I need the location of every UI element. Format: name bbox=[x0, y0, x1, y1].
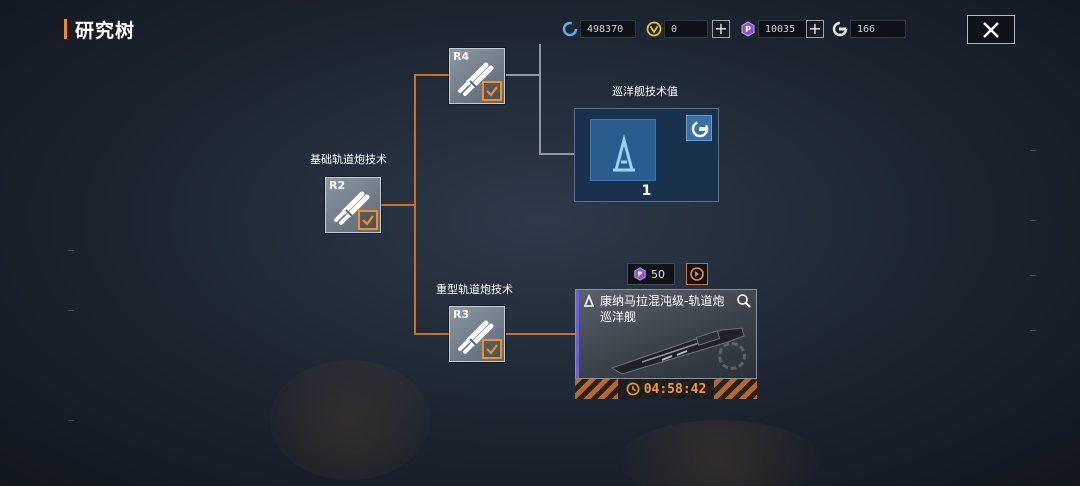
completed-check-icon bbox=[482, 81, 502, 101]
tech-emblem-icon bbox=[691, 120, 709, 138]
page-title-text: 研究树 bbox=[75, 19, 136, 42]
gold-icon bbox=[646, 21, 662, 37]
currency-credit: 498370 bbox=[562, 20, 636, 38]
connector-line bbox=[539, 44, 541, 154]
clock-icon bbox=[626, 382, 640, 396]
ship-card[interactable]: 康纳马拉混沌级-轨道炮巡洋舰 bbox=[575, 289, 757, 379]
premium-value: 10035 bbox=[758, 20, 810, 38]
build-timer-inner: 04:58:42 bbox=[617, 379, 715, 399]
connector-line bbox=[506, 333, 576, 335]
research-node-r3[interactable]: R3 bbox=[449, 306, 505, 362]
ship-card-accent bbox=[576, 290, 579, 378]
completed-check-icon bbox=[358, 210, 378, 230]
background-glow bbox=[620, 420, 820, 486]
cruiser-type-icon bbox=[584, 294, 594, 307]
add-gold-button[interactable]: + bbox=[712, 20, 730, 38]
ship-cost: P 50 bbox=[627, 263, 675, 285]
close-icon bbox=[983, 21, 999, 38]
node-label-r2: 基础轨道炮技术 bbox=[310, 153, 387, 166]
speed-up-button[interactable] bbox=[686, 263, 708, 285]
svg-text:P: P bbox=[745, 25, 751, 34]
connector-line bbox=[381, 204, 415, 206]
tech-card-title: 巡洋舰技术值 bbox=[612, 85, 678, 98]
scale-tick bbox=[1030, 275, 1036, 276]
build-timer: 04:58:42 bbox=[575, 379, 757, 399]
inspect-search-icon[interactable] bbox=[736, 293, 752, 309]
currency-premium: P 10035 bbox=[740, 20, 810, 38]
cruiser-class-panel bbox=[590, 119, 656, 181]
page-title: 研究树 bbox=[64, 18, 136, 42]
connector-line bbox=[414, 333, 450, 335]
background-glow bbox=[270, 360, 430, 480]
svg-text:P: P bbox=[637, 271, 642, 279]
gear-watermark-icon bbox=[718, 342, 746, 370]
speed-up-icon bbox=[690, 267, 704, 281]
connector-line bbox=[414, 74, 450, 76]
timer-text: 04:58:42 bbox=[643, 381, 707, 397]
tech-card-value: 1 bbox=[641, 183, 652, 199]
cruiser-class-icon bbox=[613, 134, 635, 172]
node-label-r3: 重型轨道炮技术 bbox=[436, 283, 513, 296]
connector-line bbox=[414, 74, 416, 334]
scale-tick bbox=[68, 250, 74, 251]
gold-value: 0 bbox=[664, 20, 708, 38]
ship-model-image bbox=[610, 327, 745, 375]
ship-name: 康纳马拉混沌级-轨道炮巡洋舰 bbox=[600, 294, 725, 324]
railgun-icon bbox=[334, 191, 370, 225]
scale-tick bbox=[1030, 220, 1036, 221]
cruiser-tech-card[interactable]: 1 bbox=[574, 108, 719, 202]
research-node-r2[interactable]: R2 bbox=[325, 177, 381, 233]
node-tier-tag: R4 bbox=[453, 50, 470, 63]
credit-value: 498370 bbox=[580, 20, 636, 38]
research-node-r4[interactable]: R4 bbox=[449, 48, 505, 104]
railgun-icon bbox=[458, 62, 494, 96]
node-tier-tag: R3 bbox=[453, 308, 470, 321]
railgun-icon bbox=[458, 320, 494, 354]
connector-line bbox=[506, 74, 540, 76]
connector-line bbox=[539, 153, 575, 155]
add-premium-button[interactable]: + bbox=[806, 20, 824, 38]
tech-icon bbox=[832, 21, 848, 37]
close-button[interactable] bbox=[967, 15, 1015, 44]
scale-tick bbox=[1030, 150, 1036, 151]
title-accent-bar bbox=[64, 19, 67, 39]
tech-value: 166 bbox=[850, 20, 906, 38]
currency-tech: 166 bbox=[832, 20, 906, 38]
tech-badge bbox=[686, 115, 712, 141]
scale-tick bbox=[1030, 330, 1036, 331]
ship-cost-value: 50 bbox=[651, 267, 665, 281]
scale-tick bbox=[68, 310, 74, 311]
completed-check-icon bbox=[482, 339, 502, 359]
currency-gold: 0 bbox=[646, 20, 708, 38]
node-tier-tag: R2 bbox=[329, 179, 346, 192]
scale-tick bbox=[68, 420, 74, 421]
premium-icon: P bbox=[634, 267, 646, 281]
premium-icon: P bbox=[740, 21, 756, 37]
credit-icon bbox=[562, 21, 578, 37]
